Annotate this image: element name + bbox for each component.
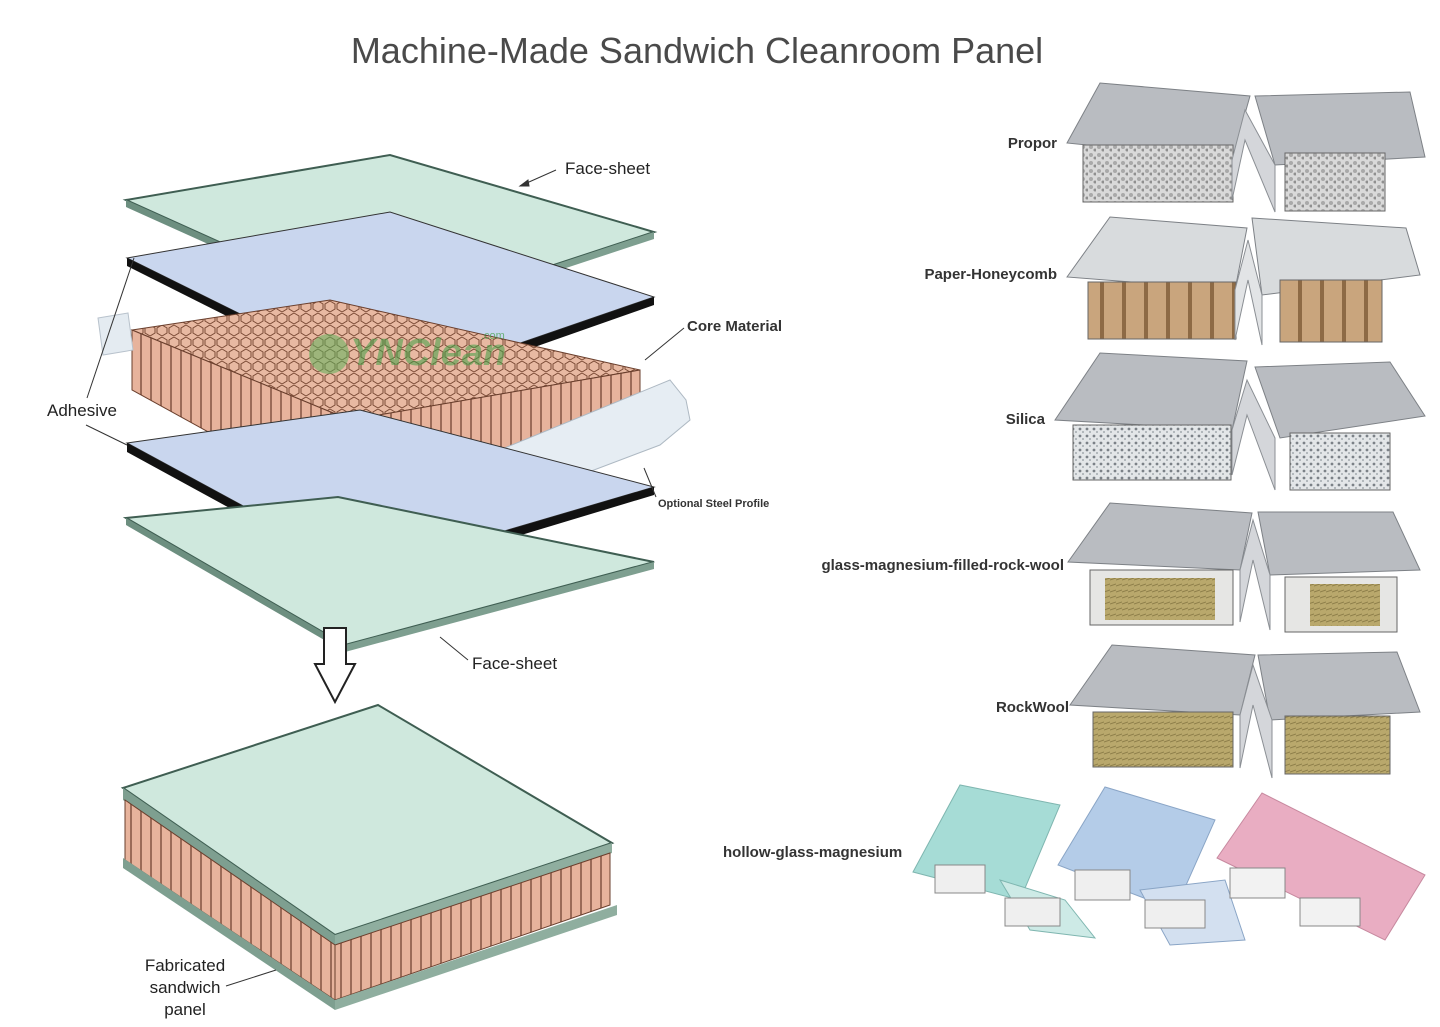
watermark-suffix: .com [481,330,505,342]
watermark-logo [309,334,349,374]
panel-glass-magnesium-rockwool-image [1067,502,1421,633]
panel-paper-honeycomb-image [1066,216,1421,346]
label-fabricated-panel: Fabricated sandwich panel [144,956,226,1019]
panel-propor-image [1066,82,1426,213]
label-core-material: Core Material [687,318,783,335]
label-panel-propor: Propor [1007,135,1057,152]
label-adhesive: Adhesive [47,401,117,420]
panel-silica-image [1054,352,1426,491]
panel-hollow-blue-image [1057,786,1246,946]
label-panel-rockwool: RockWool [995,699,1069,716]
label-face-sheet-top: Face-sheet [565,159,651,178]
label-panel-silica: Silica [1005,411,1045,428]
panel-rockwool-image [1069,644,1421,779]
leader-lines [85,169,685,661]
bottom-face-sheet [122,495,655,652]
label-face-sheet-bottom: Face-sheet [472,654,558,673]
label-panel-glass-magnesium-rockwool: glass-magnesium-filled-rock-wool [821,557,1064,574]
down-arrow-icon [313,627,357,705]
page-title: Machine-Made Sandwich Cleanroom Panel [350,30,1044,71]
label-panel-hollow-glass-magnesium: hollow-glass-magnesium [723,844,903,861]
label-optional-steel-profile: Optional Steel Profile [658,498,770,510]
panel-hollow-pink-image [1216,792,1426,941]
label-panel-paper-honeycomb: Paper-Honeycomb [924,266,1057,283]
panel-hollow-teal-image [912,784,1097,939]
assembled-panel [120,703,617,1010]
watermark-text: YNClean [350,332,507,374]
